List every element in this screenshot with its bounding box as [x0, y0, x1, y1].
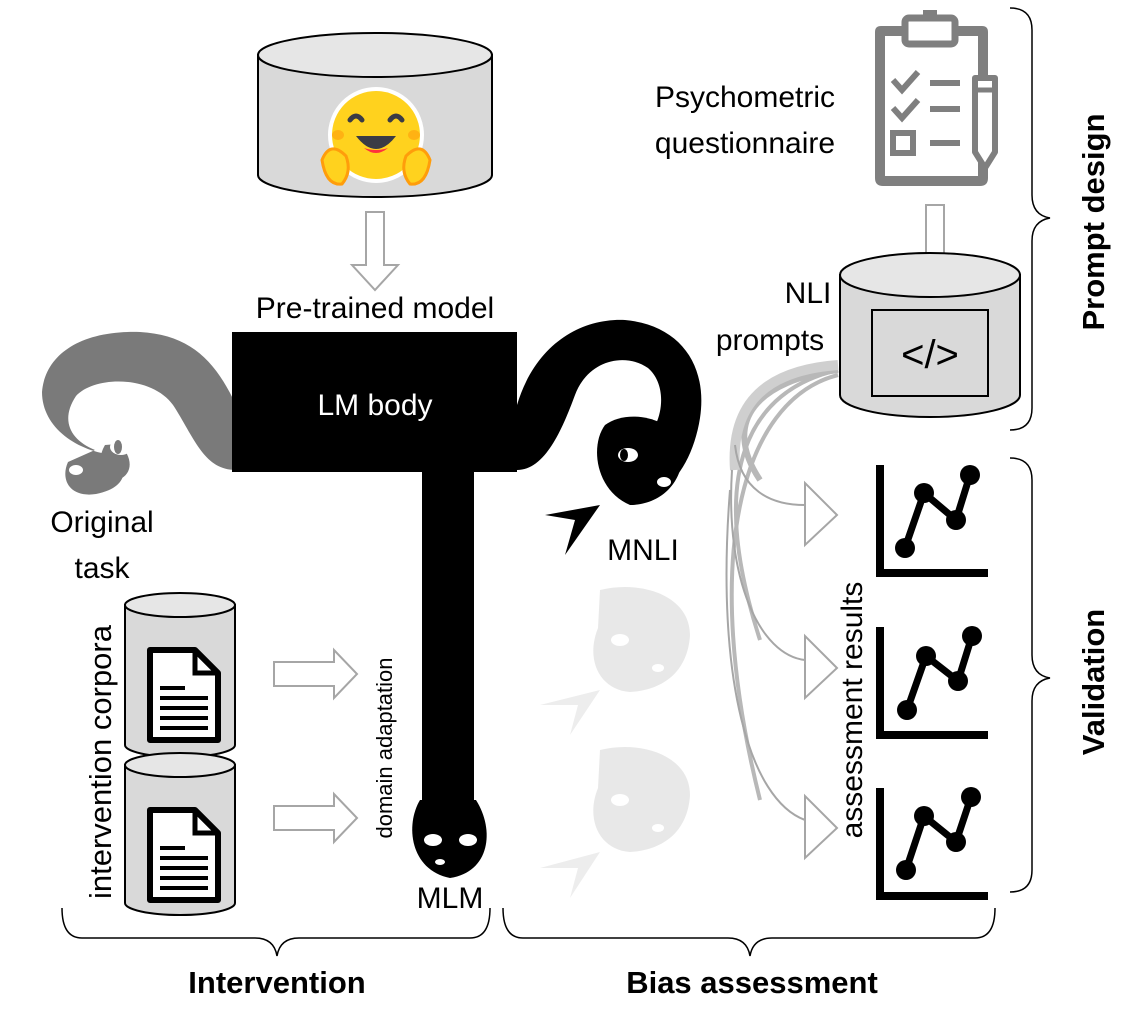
pretrained-model-label: Pre-trained model — [256, 292, 494, 325]
lm-body-block — [232, 332, 517, 472]
lm-body-label: LM body — [317, 389, 432, 422]
original-task-label-line2: task — [74, 552, 130, 585]
psychometric-label-line2: questionnaire — [655, 127, 835, 160]
domain-adaptation-label: domain adaptation — [372, 657, 397, 838]
original-task-label-line1: Original — [50, 506, 153, 539]
mlm-label: MLM — [417, 882, 484, 915]
nli-label-line2: prompts — [716, 324, 824, 357]
arrow-head-result-1 — [804, 480, 839, 548]
mlm-neck — [422, 470, 474, 810]
intervention-corpora-label: intervention corpora — [83, 624, 118, 899]
code-icon: </> — [901, 333, 959, 377]
arrow-head-result-3 — [804, 793, 839, 861]
section-bias-assessment-label: Bias assessment — [626, 965, 878, 1000]
arrow-right-corpora-top — [273, 647, 359, 701]
section-prompt-design-label: Prompt design — [1076, 113, 1111, 330]
brace-bias-assessment — [502, 907, 996, 957]
psychometric-label-line1: Psychometric — [655, 81, 835, 114]
section-validation-label: Validation — [1076, 609, 1111, 755]
mnli-label: MNLI — [607, 534, 679, 567]
snake-head-icon — [42, 331, 236, 495]
document-icon — [147, 807, 221, 903]
document-icon — [147, 647, 221, 743]
faded-snake-icon-1 — [540, 587, 690, 735]
arrow-down-pretrained — [349, 211, 401, 292]
brace-intervention — [61, 907, 491, 957]
line-chart-icon — [876, 626, 988, 739]
arrow-right-corpora-bottom — [273, 791, 359, 845]
assessment-arrows — [725, 444, 806, 821]
nli-label-line1: NLI — [785, 277, 832, 310]
brace-prompt-design — [1009, 7, 1051, 431]
brace-validation — [1009, 457, 1051, 893]
mnli-snake-icon — [517, 319, 702, 555]
prompt-flow-ribbons — [729, 360, 839, 801]
line-chart-icon — [876, 465, 988, 577]
nli-prompts-cylinder — [839, 252, 1021, 418]
assessment-results-label: assessment results — [836, 582, 869, 839]
clipboard-checklist-icon — [875, 10, 998, 186]
mlm-snake-head-icon — [412, 800, 487, 878]
arrow-head-result-2 — [804, 633, 839, 701]
hugging-face-icon — [320, 87, 432, 186]
section-intervention-label: Intervention — [188, 965, 365, 1000]
faded-snake-icon-2 — [540, 747, 690, 898]
line-chart-icon — [876, 787, 988, 900]
